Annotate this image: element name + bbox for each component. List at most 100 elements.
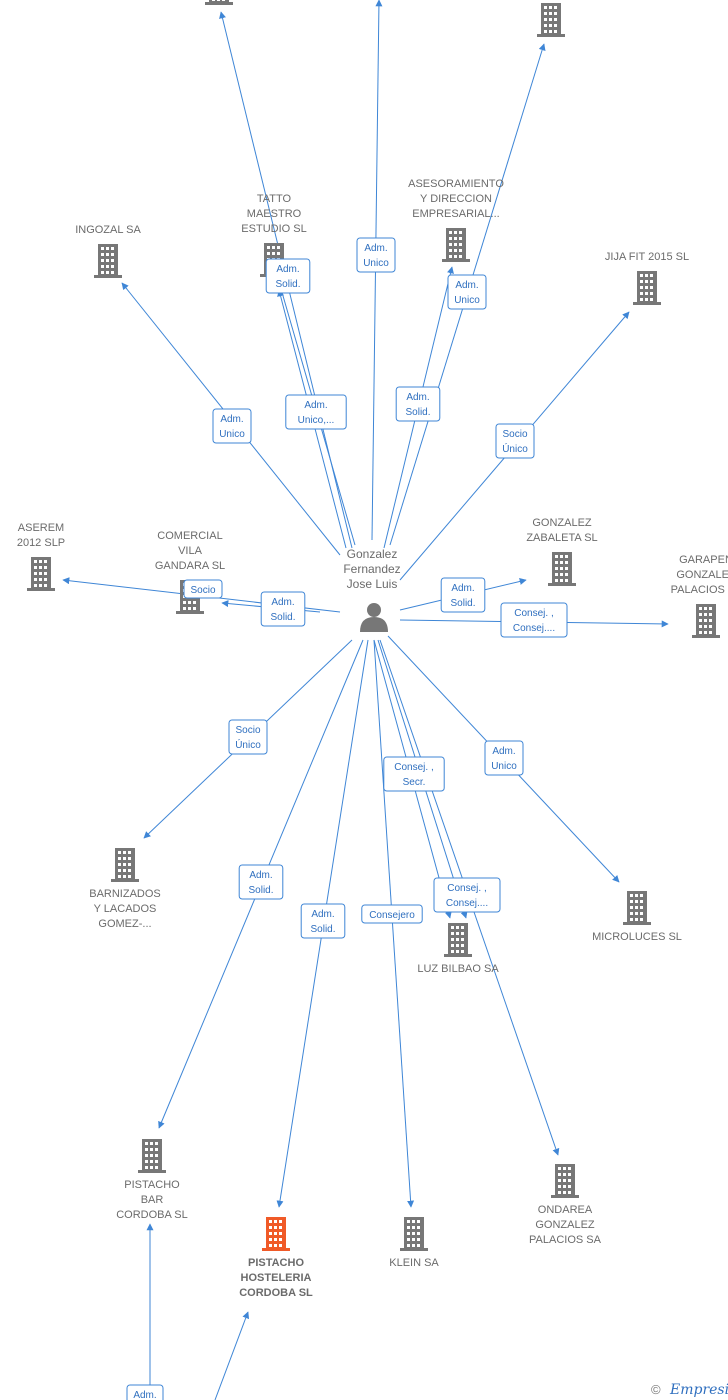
edge-label-text: Solid. (275, 279, 300, 290)
building-icon (262, 1217, 290, 1251)
edge-label-adm-solid-comercial[interactable]: Adm.Solid. (260, 591, 306, 627)
edge-label-adm-bottom[interactable]: Adm. (126, 1384, 164, 1400)
company-node-top-right[interactable] (537, 3, 565, 37)
building-icon (442, 228, 470, 262)
edge-label-consej-garapen[interactable]: Consej. , Consej.... (500, 602, 568, 638)
company-name-line: ASESORAMIENTO (408, 178, 504, 190)
person-icon (360, 603, 388, 632)
edge-label-adm-unico-microluces[interactable]: Adm.Unico (484, 740, 524, 776)
edge-label-socio-aserem[interactable]: Socio (183, 579, 223, 599)
edge-label-box (447, 274, 487, 310)
company-node-klein[interactable]: KLEIN SA (389, 1217, 439, 1269)
edge-label-box (300, 903, 346, 939)
building-icon (537, 3, 565, 37)
edge-label-adm-unico-asesor[interactable]: Adm.Unico (447, 274, 487, 310)
building-icon (623, 891, 651, 925)
copyright-symbol: © (651, 1382, 661, 1397)
company-name-line: PALACIOS SA (529, 1234, 602, 1246)
company-name-line: PISTACHO (248, 1257, 304, 1269)
edge-label-text: Unico (491, 761, 517, 772)
building-icon (444, 923, 472, 957)
company-name-line: TATTO (257, 193, 292, 205)
edge-label-box (383, 756, 445, 792)
brand-name: Empresia (669, 1382, 728, 1398)
edge-label-text: Unico (363, 258, 389, 269)
edge-label-box (500, 602, 568, 638)
company-node-top-left[interactable] (205, 0, 233, 5)
edge-label-adm-solid-asesor[interactable]: Adm. Solid. (395, 386, 441, 422)
edge-label-consej-secr[interactable]: Consej. ,Secr. (383, 756, 445, 792)
company-name-line: VILA (178, 545, 203, 557)
company-name-line: PALACIOS SL (671, 584, 728, 596)
edge-label-box (212, 408, 252, 444)
company-node-jija[interactable]: JIJA FIT 2015 SL (605, 251, 689, 305)
company-name-line: BAR (141, 1194, 164, 1206)
edge-label-box (126, 1384, 164, 1400)
edge-label-text: Adm. (249, 870, 272, 881)
edge-label-box (440, 577, 486, 613)
edge-label-text: Unico,... (298, 415, 335, 426)
edge-label-text: Adm. (311, 909, 334, 920)
edge-label-box (356, 237, 396, 273)
relation-edge (214, 1311, 250, 1400)
edge-label-text: Único (235, 738, 261, 751)
edge-label-box (484, 740, 524, 776)
edge-label-box (183, 579, 223, 599)
company-name-line: MICROLUCES SL (592, 931, 682, 943)
edge-label-text: Solid. (270, 612, 295, 623)
edge-label-text: Solid. (405, 407, 430, 418)
edge-label-text: Consejero (369, 910, 415, 921)
edge-label-text: Adm. (406, 392, 429, 403)
edge-label-text: Consej.... (513, 623, 555, 634)
edge-label-adm-unico-tatto[interactable]: Adm.Unico,... (285, 394, 347, 430)
company-name-line: GANDARA SL (155, 560, 225, 572)
edge-label-text: Consej. , (514, 608, 553, 619)
edge-label-adm-solid-pistachohost[interactable]: Adm.Solid. (300, 903, 346, 939)
company-name-line: HOSTELERIA (241, 1272, 312, 1284)
company-name-line: PISTACHO (124, 1179, 180, 1191)
building-icon (692, 604, 720, 638)
edge-label-consejero-klein[interactable]: Consejero (361, 904, 423, 924)
company-name-line: GONZALEZ (676, 569, 728, 581)
person-name-line: Gonzalez (347, 547, 398, 561)
edge-label-text: Solid. (450, 598, 475, 609)
edge-label-layer: Adm.UnicoAdm.Solid.Adm.UnicoAdm.UnicoAdm… (126, 237, 568, 1400)
edge-label-adm-solid-pistachobar[interactable]: Adm.Solid. (238, 864, 284, 900)
edge-label-adm-solid-tatto[interactable]: Adm.Solid. (265, 258, 311, 294)
building-icon (27, 557, 55, 591)
edge-label-box (433, 877, 501, 913)
company-name-line: ONDAREA (538, 1204, 593, 1216)
edge-label-adm-solid-zabaleta[interactable]: Adm.Solid. (440, 577, 486, 613)
edge-label-text: Adm. (133, 1390, 156, 1400)
company-name-line: KLEIN SA (389, 1257, 439, 1269)
edge-label-text: Consej. , (447, 883, 486, 894)
company-name-line: Y DIRECCION (420, 193, 492, 205)
company-name-line: GOMEZ-... (98, 918, 151, 930)
company-name-line: GARAPEN (679, 554, 728, 566)
edge-label-adm-unico-top[interactable]: Adm.Unico (356, 237, 396, 273)
edge-label-adm-unico-ingozal[interactable]: Adm.Unico (212, 408, 252, 444)
company-node-ingozal[interactable]: INGOZAL SA (75, 224, 141, 278)
building-icon (548, 552, 576, 586)
edge-label-text: Consej. , (394, 762, 433, 773)
edge-label-box (285, 394, 347, 430)
company-node-microluces[interactable]: MICROLUCES SL (592, 891, 682, 943)
edge-label-text: Adm. (455, 280, 478, 291)
edge-label-consej-ondarea[interactable]: Consej. ,Consej.... (433, 877, 501, 913)
person-name-line: Jose Luis (347, 577, 398, 591)
company-node-luzbilbao[interactable]: LUZ BILBAO SA (417, 923, 499, 975)
company-node-garapen[interactable]: GARAPEN GONZALEZ PALACIOS SL (671, 554, 728, 638)
footer-brand[interactable]: © Empresia (651, 1382, 728, 1398)
